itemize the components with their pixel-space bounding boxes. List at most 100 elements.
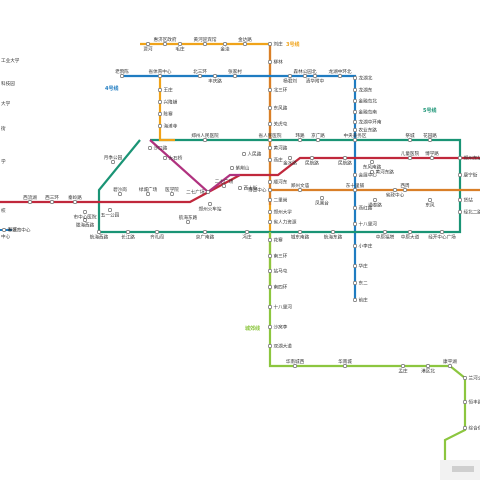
station-marker-s17[interactable]	[287, 74, 292, 79]
station-marker-s49[interactable]	[429, 156, 434, 161]
station-marker-s74[interactable]	[83, 218, 88, 223]
station-marker-s39[interactable]	[427, 138, 432, 143]
station-marker-s37[interactable]	[407, 138, 412, 143]
station-marker-s92[interactable]	[352, 222, 357, 227]
station-marker-s4[interactable]	[267, 41, 272, 46]
station-marker-s28[interactable]	[158, 124, 163, 129]
station-marker-s84[interactable]	[457, 210, 462, 215]
station-marker-s81[interactable]	[267, 198, 272, 203]
station-marker-s62[interactable]	[146, 192, 151, 197]
station-marker-s70[interactable]	[392, 188, 397, 193]
station-marker-s91[interactable]	[330, 230, 335, 235]
station-marker-s76[interactable]	[297, 188, 302, 193]
station-marker-s47[interactable]	[369, 160, 374, 165]
station-marker-s20[interactable]	[158, 88, 163, 93]
station-marker-s54[interactable]	[342, 156, 347, 161]
station-marker-s57[interactable]	[457, 173, 462, 178]
station-marker-s109[interactable]	[462, 375, 467, 380]
station-marker-s108[interactable]	[447, 363, 452, 368]
station-marker-s67[interactable]	[267, 188, 272, 193]
station-marker-s80[interactable]	[108, 208, 113, 213]
station-marker-s51[interactable]	[206, 190, 211, 195]
station-marker-s22[interactable]	[267, 88, 272, 93]
station-marker-s1[interactable]	[163, 41, 168, 46]
station-marker-s29[interactable]	[267, 122, 272, 127]
station-marker-s96[interactable]	[186, 220, 191, 225]
station-marker-s101[interactable]	[267, 304, 272, 309]
station-marker-s27[interactable]	[352, 120, 357, 125]
station-marker-s42[interactable]	[163, 156, 168, 161]
station-marker-s100[interactable]	[267, 284, 272, 289]
station-marker-s55[interactable]	[352, 173, 357, 178]
station-marker-s18[interactable]	[312, 74, 317, 79]
station-marker-s6[interactable]	[178, 41, 183, 46]
station-marker-s88[interactable]	[203, 230, 208, 235]
station-marker-s65[interactable]	[238, 186, 243, 191]
station-marker-s33[interactable]	[267, 138, 272, 143]
station-marker-s99[interactable]	[267, 268, 272, 273]
station-marker-s21[interactable]	[158, 100, 163, 105]
station-marker-s64[interactable]	[208, 202, 213, 207]
station-marker-s26[interactable]	[267, 106, 272, 111]
mini-scroll-thumb[interactable]	[452, 466, 474, 472]
station-marker-s43[interactable]	[242, 152, 247, 157]
station-marker-s77[interactable]	[319, 196, 324, 201]
station-marker-s78[interactable]	[352, 206, 357, 211]
station-marker-s7[interactable]	[223, 41, 228, 46]
station-marker-s86[interactable]	[126, 230, 131, 235]
station-marker-s82[interactable]	[267, 210, 272, 215]
station-marker-s105[interactable]	[342, 363, 347, 368]
station-marker-s104[interactable]	[292, 363, 297, 368]
station-marker-s61[interactable]	[118, 192, 123, 197]
station-marker-s56[interactable]	[369, 170, 374, 175]
station-marker-s50[interactable]	[457, 156, 462, 161]
station-marker-s83[interactable]	[267, 220, 272, 225]
station-marker-s58[interactable]	[27, 200, 32, 205]
station-marker-s98[interactable]	[267, 254, 272, 259]
station-marker-s90[interactable]	[297, 230, 302, 235]
station-marker-s60[interactable]	[73, 200, 78, 205]
station-marker-s36[interactable]	[352, 138, 357, 143]
station-marker-s10[interactable]	[198, 74, 203, 79]
station-marker-s32[interactable]	[203, 138, 208, 143]
station-marker-s41[interactable]	[111, 160, 116, 165]
station-marker-s8[interactable]	[120, 74, 125, 79]
station-marker-s87[interactable]	[155, 230, 160, 235]
station-marker-s113[interactable]	[352, 244, 357, 249]
station-marker-s52[interactable]	[230, 166, 235, 171]
station-marker-s11[interactable]	[233, 74, 238, 79]
station-marker-s114[interactable]	[352, 263, 357, 268]
station-marker-s38[interactable]	[267, 146, 272, 151]
station-marker-s85[interactable]	[97, 230, 102, 235]
station-marker-s116[interactable]	[352, 280, 357, 285]
station-marker-s34[interactable]	[297, 138, 302, 143]
station-marker-s110[interactable]	[462, 399, 467, 404]
station-marker-s31[interactable]	[148, 146, 153, 151]
station-marker-s69[interactable]	[372, 198, 377, 203]
station-marker-s30[interactable]	[352, 128, 357, 133]
station-marker-s48[interactable]	[407, 156, 412, 161]
station-marker-s75[interactable]	[222, 184, 227, 189]
station-marker-s73[interactable]	[83, 210, 88, 215]
station-marker-s16[interactable]	[213, 74, 218, 79]
station-marker-s5[interactable]	[146, 41, 151, 46]
station-marker-s119[interactable]	[352, 297, 357, 302]
station-marker-s120[interactable]	[1, 228, 7, 233]
station-marker-s103[interactable]	[267, 343, 272, 348]
station-marker-s2[interactable]	[203, 41, 208, 46]
station-marker-s72[interactable]	[427, 198, 432, 203]
station-marker-s68[interactable]	[352, 188, 357, 193]
station-marker-s24[interactable]	[352, 110, 357, 115]
station-marker-s97[interactable]	[267, 238, 272, 243]
station-marker-s59[interactable]	[49, 200, 54, 205]
station-marker-s66[interactable]	[267, 180, 272, 185]
station-marker-s89[interactable]	[245, 230, 250, 235]
station-marker-s23[interactable]	[352, 99, 357, 104]
station-marker-s9[interactable]	[158, 74, 163, 79]
station-marker-s46[interactable]	[287, 156, 292, 161]
station-marker-s71[interactable]	[402, 188, 407, 193]
station-marker-s79[interactable]	[457, 198, 462, 203]
station-marker-s13[interactable]	[302, 74, 307, 79]
station-marker-s19[interactable]	[352, 88, 357, 93]
station-marker-s94[interactable]	[407, 230, 412, 235]
